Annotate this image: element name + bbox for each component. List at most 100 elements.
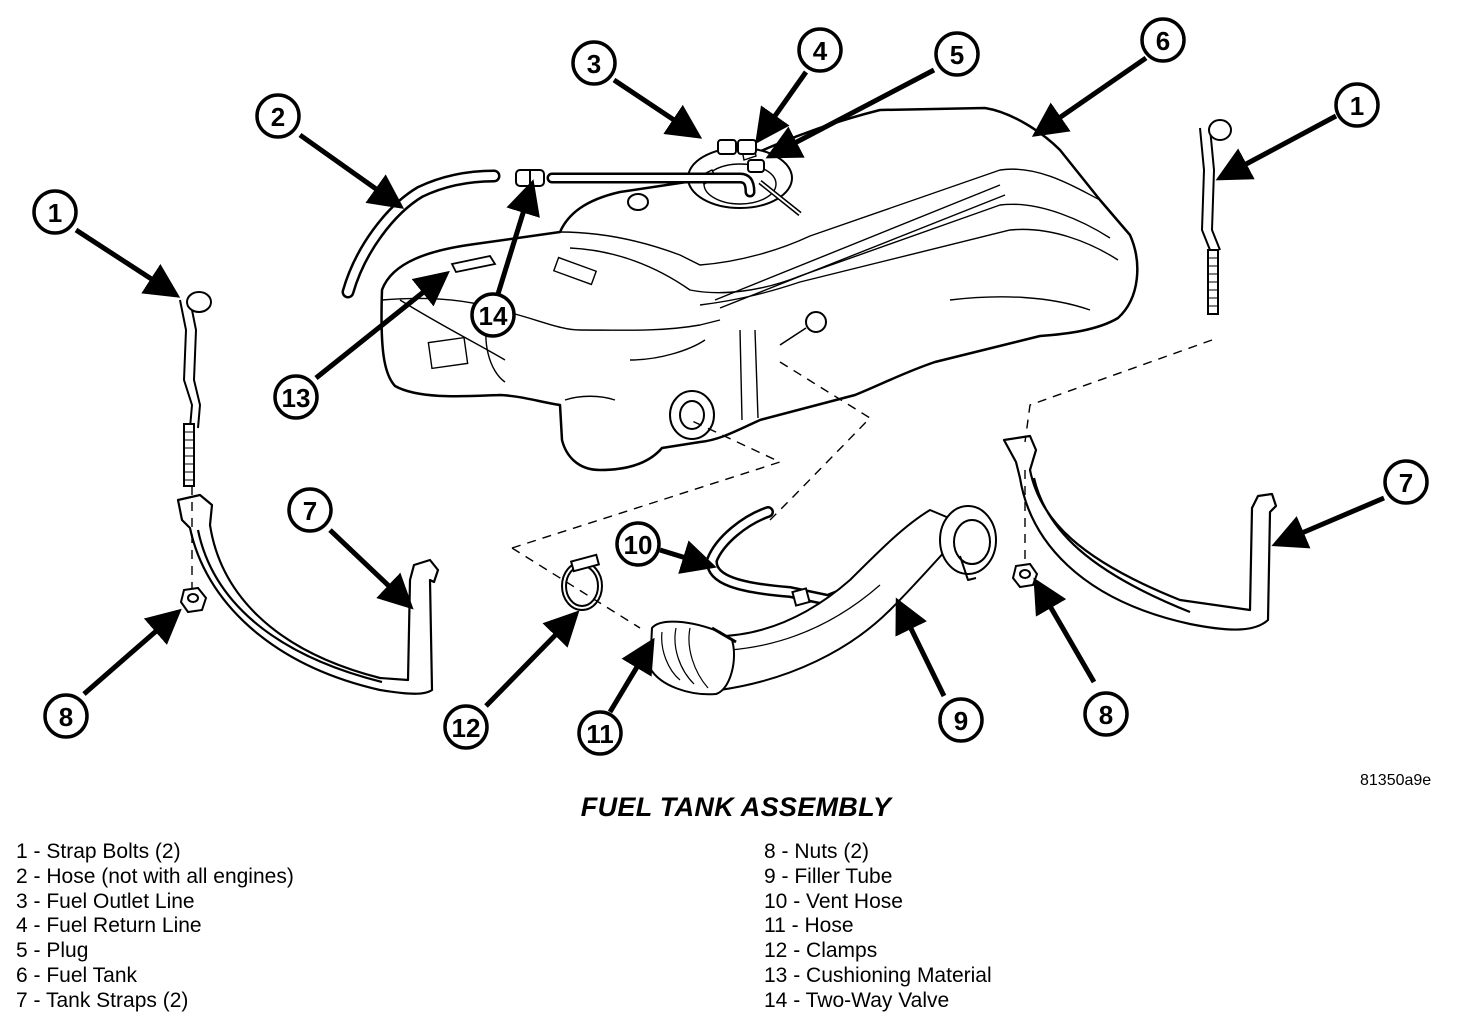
tank-vent-slot [552,256,598,286]
callout-number: 2 [271,102,285,132]
legend-left-column: 1 - Strap Bolts (2) 2 - Hose (not with a… [16,840,294,1014]
arrow-8-left [82,608,182,696]
callout-circles [32,17,1429,756]
fuel-tank-diagram: 1 2 3 4 5 6 1 7 7 8 8 9 10 11 12 13 14 [32,17,1429,756]
legend-item-label: Plug [46,939,89,963]
legend-item-number: 3 [16,889,28,913]
legend-item-number: 11 [764,914,786,938]
arrow-10 [659,540,717,574]
legend-item: 1 - Strap Bolts (2) [16,840,181,863]
legend-item: 14 - Two-Way Valve [764,988,950,1012]
callout-number: 5 [950,40,964,70]
nut-right [1011,562,1039,589]
callout-arrows [74,55,1385,714]
arrow-5 [765,67,936,159]
callout-number: 10 [624,530,653,560]
legend-item-number: 13 [764,963,788,987]
legend-item-number: 7 [16,988,28,1012]
callout-number: 1 [48,198,62,228]
vent-hose-clamp [791,587,811,607]
callout-number: 6 [1156,26,1170,56]
callout-number: 7 [1399,468,1413,498]
filler-tube [699,505,997,691]
callout-number: 4 [813,36,828,66]
arrow-9 [895,597,947,698]
tank-fill-opening [669,390,715,440]
legend-item-number: 9 [764,864,776,888]
arrow-6 [1031,55,1148,137]
legend-item: 6 - Fuel Tank [16,963,138,987]
arrow-13 [314,270,450,380]
legend-item: 11 - Hose [764,914,854,938]
valve-tube [546,172,756,198]
legend-item-number: 2 [16,864,28,888]
callout-number: 11 [586,719,614,749]
legend-item-label: Hose (not with all engines) [46,864,294,888]
legend-item-number: 5 [16,939,28,963]
tank-strap-left [176,493,440,695]
arrow-11 [607,637,655,714]
legend-item: 3 - Fuel Outlet Line [16,889,195,913]
callout-number: 7 [303,496,317,526]
legend-item-number: 12 [764,939,788,963]
legend-item-label: Hose [804,914,854,938]
arrow-1-left [74,227,181,298]
callout-number: 1 [1350,91,1364,121]
diagram-caption: FUEL TANK ASSEMBLY [580,792,892,822]
legend-item-label: Fuel Return Line [46,914,202,938]
legend-item: 5 - Plug [16,939,89,963]
legend-item-number: 10 [764,889,788,913]
callout-number: 8 [1099,700,1113,730]
legend-item-label: Filler Tube [794,864,893,888]
callout-number: 8 [59,702,73,732]
legend-item-number: 4 [16,914,28,938]
callout-number: 14 [479,301,508,331]
legend-item-number: 14 [764,988,788,1012]
strap-bolt-left [179,291,212,487]
legend-item: 8 - Nuts (2) [764,840,870,863]
arrow-4 [755,70,809,145]
legend-item-label: Strap Bolts (2) [46,840,181,863]
legend-item-label: Nuts (2) [794,840,870,863]
legend-item-label: Vent Hose [806,889,903,913]
two-way-valve-port [627,193,649,211]
fuel-tank-contours [381,168,1119,421]
arrow-7-right [1271,495,1385,549]
legend-item: 4 - Fuel Return Line [16,914,202,938]
tank-label-plate [427,336,469,370]
callout-number: 12 [452,713,481,743]
legend-item: 13 - Cushioning Material [764,963,992,987]
vapor-hose [341,169,501,299]
arrow-1-right [1215,113,1338,181]
fill-hose [648,620,737,696]
legend-item: 10 - Vent Hose [764,889,903,913]
legend-item-number: 1 [16,840,28,863]
arrow-14 [495,179,540,295]
arrow-3 [612,77,703,139]
legend-item-number: 8 [764,840,776,863]
legend-item-number: 6 [16,963,28,987]
assembly-guide-lines [191,339,1213,629]
legend-item: 2 - Hose (not with all engines) [16,864,294,888]
legend-item-label: Tank Straps (2) [45,988,189,1012]
hose-clamp [561,553,603,611]
legend-item-label: Clamps [806,939,878,963]
arrow-2 [298,132,405,209]
cushioning-material-pad [450,254,497,274]
tank-vent-fitting [779,311,827,346]
legend-item: 12 - Clamps [764,939,878,963]
tank-strap-right [1002,434,1278,631]
figure-id: 81350a9e [1360,772,1432,789]
nut-left [179,586,208,614]
arrow-7-left [328,528,414,610]
legend-item: 7 - Tank Straps (2) [16,988,189,1012]
legend-right-column: 8 - Nuts (2) 9 - Filler Tube 10 - Vent H… [764,840,992,1014]
legend-item-label: Fuel Outlet Line [46,889,195,913]
legend-item-label: Cushioning Material [806,963,992,987]
strap-bolt-right [1199,119,1232,315]
arrow-8-right [1033,577,1097,684]
callout-number: 13 [282,383,311,413]
legend-item: 9 - Filler Tube [764,864,893,888]
callout-number: 9 [954,706,968,736]
arrow-12 [484,610,580,708]
